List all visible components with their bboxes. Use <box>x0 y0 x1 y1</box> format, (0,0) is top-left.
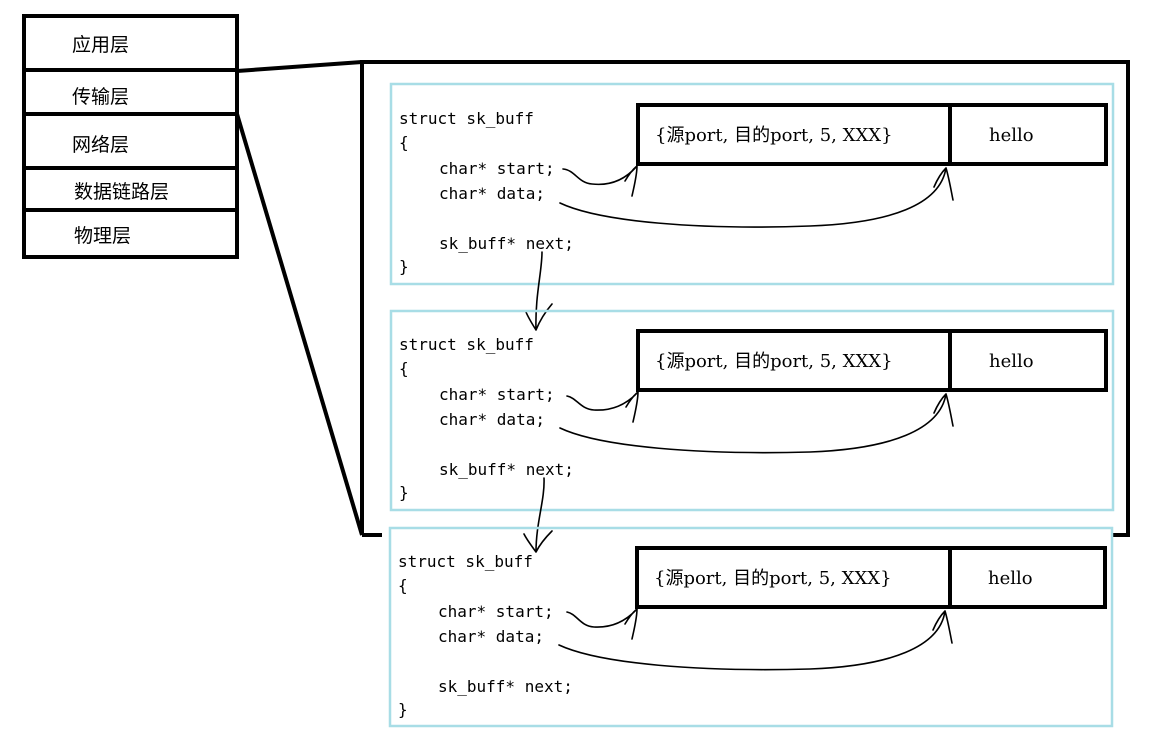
layer-label-network: 网络层 <box>72 134 129 156</box>
struct-frame <box>389 82 1115 286</box>
packet-buffer: {源port, 目的port, 5, XXX} hello <box>635 546 1107 609</box>
layer-label-transport: 传输层 <box>72 86 129 108</box>
field-next: sk_buff* next; <box>439 234 574 253</box>
layer-box-application <box>22 14 239 72</box>
field-next: sk_buff* next; <box>438 677 573 696</box>
zoom-connector <box>235 60 364 536</box>
sk-buff-struct-3: struct sk_buff { char* start; char* data… <box>388 526 1114 728</box>
struct-header: struct sk_buff <box>399 109 534 128</box>
zoom-line-top <box>236 60 363 73</box>
field-data: char* data; <box>439 410 545 429</box>
layer-label-physical: 物理层 <box>74 225 131 247</box>
packet-buffer: {源port, 目的port, 5, XXX} hello <box>636 103 1108 166</box>
data-pointer-arrow <box>559 167 954 228</box>
struct-close-brace: } <box>398 700 408 719</box>
packet-payload-cell <box>948 103 1108 166</box>
field-data: char* data; <box>438 627 544 646</box>
field-next: sk_buff* next; <box>439 460 574 479</box>
packet-buffer: {源port, 目的port, 5, XXX} hello <box>636 329 1108 392</box>
struct-open-brace: { <box>398 576 408 595</box>
field-data: char* data; <box>439 184 545 203</box>
packet-header-text: {源port, 目的port, 5, XXX} <box>655 125 893 146</box>
start-pointer-arrow <box>566 608 638 640</box>
struct-open-brace: { <box>399 133 409 152</box>
struct-header: struct sk_buff <box>399 335 534 354</box>
layer-box-transport <box>22 68 239 116</box>
layer-box-physical <box>22 208 239 259</box>
field-start: char* start; <box>438 602 554 621</box>
data-pointer-arrow <box>559 393 954 454</box>
struct-header: struct sk_buff <box>398 552 533 571</box>
struct-frame <box>388 526 1114 728</box>
layer-label-datalink: 数据链路层 <box>74 181 169 203</box>
packet-payload-cell <box>948 329 1108 392</box>
packet-payload-cell <box>948 546 1107 609</box>
layer-box-network <box>22 112 239 170</box>
field-start: char* start; <box>439 159 555 178</box>
sk-buff-struct-2: struct sk_buff { char* start; char* data… <box>389 309 1115 512</box>
struct-close-brace: } <box>399 483 409 502</box>
struct-frame <box>389 309 1115 512</box>
packet-header-text: {源port, 目的port, 5, XXX} <box>655 351 893 372</box>
zoom-line-bottom <box>235 113 364 536</box>
packet-payload-text: hello <box>988 568 1033 589</box>
layer-stack: 应用层 传输层 网络层 数据链路层 物理层 <box>22 14 239 259</box>
struct-open-brace: { <box>399 359 409 378</box>
data-pointer-arrow <box>558 610 953 671</box>
sk-buff-struct-1: struct sk_buff { char* start; char* data… <box>389 82 1115 286</box>
packet-header-text: {源port, 目的port, 5, XXX} <box>654 568 892 589</box>
start-pointer-arrow <box>566 391 639 423</box>
next-pointer-arrow-2 <box>523 477 553 553</box>
layer-label-application: 应用层 <box>72 34 129 56</box>
packet-payload-text: hello <box>989 125 1034 146</box>
next-pointer-arrow-1 <box>525 251 553 331</box>
struct-close-brace: } <box>399 257 409 276</box>
start-pointer-arrow <box>562 165 638 197</box>
field-start: char* start; <box>439 385 555 404</box>
detail-box <box>360 60 1130 537</box>
packet-payload-text: hello <box>989 351 1034 372</box>
